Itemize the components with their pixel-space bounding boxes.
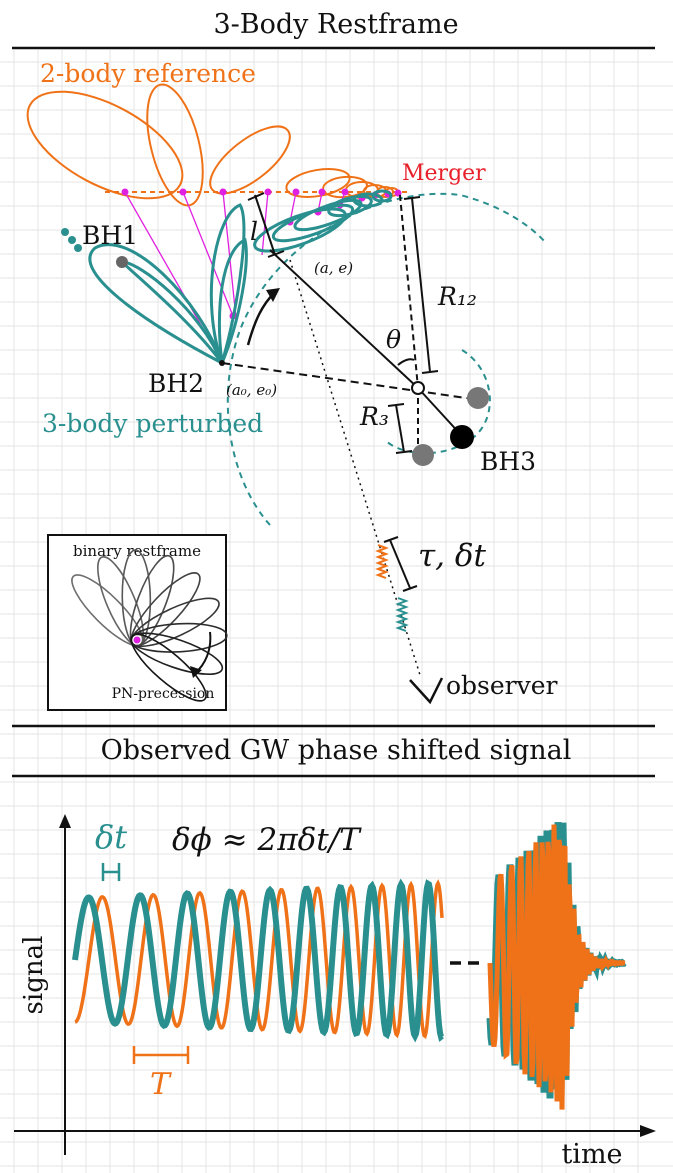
label-R3: R₃ [359, 402, 389, 431]
label-observer: observer [446, 671, 558, 700]
orbit-direction-arrowhead [266, 288, 280, 302]
inset-precession-rosette [71, 549, 228, 702]
bh2-marker [219, 360, 225, 366]
observer-eye-icon [409, 677, 444, 705]
bh1-marker [116, 256, 128, 268]
inset-center-dot [133, 636, 141, 644]
label-tau-dt: τ, δt [418, 538, 487, 574]
geometry-lines [221, 192, 481, 454]
barycenter-marker [411, 381, 425, 395]
x-axis-label: time [561, 1139, 622, 1170]
label-ae: (a, e) [314, 259, 353, 277]
label-a0e0: (a₀, e₀) [226, 381, 277, 399]
outer-dashed-circle [226, 192, 546, 526]
label-merger: Merger [402, 161, 486, 186]
label-theta: θ [386, 325, 401, 354]
bh3-ghost-bottom [412, 444, 434, 466]
inset-binary-restframe: binary restframe PN-precession [47, 534, 228, 711]
delta-t-bracket [101, 863, 121, 881]
orange-signal-merger [487, 824, 626, 1110]
bh1-trail-dots [61, 228, 82, 252]
label-delta-t: δt [95, 818, 127, 856]
bh3-marker [450, 425, 474, 449]
three-body-perturbed-orbits [88, 189, 393, 365]
bh3-ghost-top [467, 387, 489, 409]
label-bh1: BH1 [82, 221, 138, 250]
teal-wave-packet [395, 597, 409, 632]
top-panel-title: 3-Body Restframe [213, 9, 458, 40]
label-2body-reference: 2-body reference [40, 59, 256, 88]
x-axis-arrowhead [640, 1125, 656, 1137]
period-T-bracket [132, 1046, 190, 1064]
bottom-panel-title: Observed GW phase shifted signal [101, 735, 572, 766]
theta-arc [397, 358, 415, 366]
inset-caption: PN-precession [112, 686, 215, 702]
gw-signals [72, 822, 627, 1110]
orbit-direction-arrow [246, 291, 276, 346]
inset-orbit-ellipse [130, 633, 207, 702]
label-period-T: T [150, 1067, 172, 1102]
two-body-reference-orbits [26, 83, 399, 207]
observer-line-of-sight [289, 259, 421, 676]
label-bh2: BH2 [148, 369, 204, 398]
inset-precession-arrowhead [190, 666, 202, 678]
orange-signal-inspiral [74, 879, 444, 1039]
teal-signal-inspiral [72, 878, 444, 1043]
y-axis-arrowhead [59, 814, 71, 828]
label-l: l [250, 217, 258, 246]
tau-dt-bracket [383, 536, 418, 592]
y-axis-label: signal [19, 936, 49, 1015]
label-bh3: BH3 [480, 447, 536, 476]
orange-wave-packet [375, 544, 389, 579]
label-R12: R₁₂ [437, 282, 477, 311]
label-3body-perturbed: 3-body perturbed [42, 409, 263, 438]
phase-shift-equation: δϕ ≈ 2πδt/T [172, 822, 362, 858]
